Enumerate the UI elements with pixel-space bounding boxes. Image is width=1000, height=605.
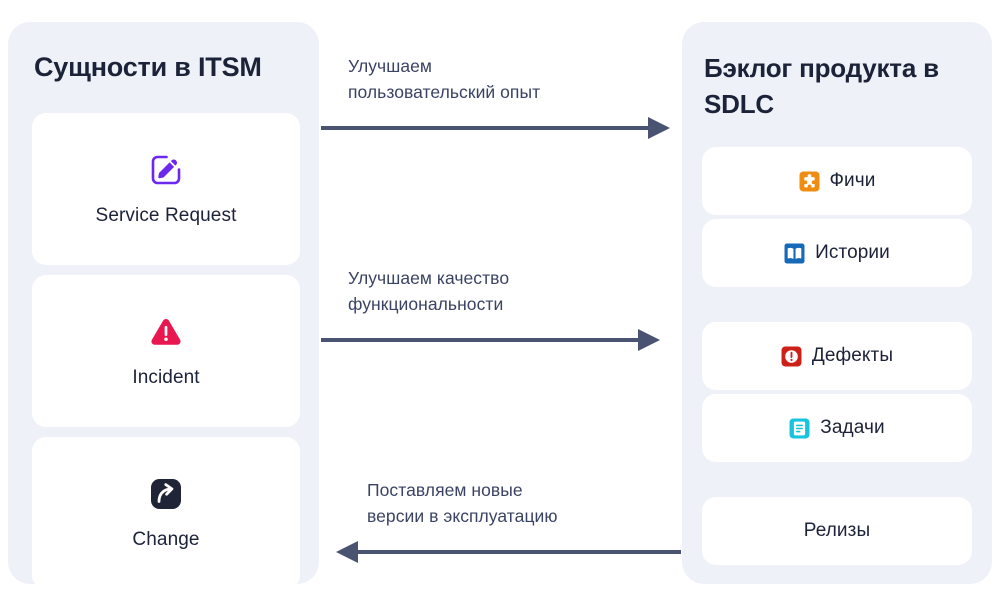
sdlc-card-stories[interactable]: Истории	[702, 219, 972, 287]
itsm-card-change[interactable]: Change	[32, 437, 300, 589]
sdlc-card-releases[interactable]: Релизы	[702, 497, 972, 565]
exclamation-badge-icon	[781, 346, 802, 367]
sdlc-card-label: Фичи	[829, 170, 876, 191]
arrow-label-improve-ux: Улучшаем пользовательский опыт	[348, 56, 541, 102]
sdlc-card-label: Дефекты	[811, 345, 894, 366]
sdlc-panel-title: Бэклог продукта в SDLC	[704, 53, 939, 119]
arrow-improve-ux	[321, 117, 670, 139]
sdlc-card-features[interactable]: Фичи	[702, 147, 972, 215]
itsm-card-incident[interactable]: Incident	[32, 275, 300, 427]
itsm-entities-panel: Сущности в ITSM Service Request Incident	[8, 22, 319, 589]
arrow-label-deliver-releases: Поставляем новые версии в эксплуатацию	[367, 480, 558, 526]
sdlc-card-label: Задачи	[820, 417, 885, 438]
sdlc-card-defects[interactable]: Дефекты	[702, 322, 972, 390]
task-list-icon	[789, 418, 810, 439]
sdlc-backlog-panel: Бэклог продукта в SDLC Фичи Истории	[682, 22, 992, 584]
itsm-card-label: Incident	[132, 366, 200, 388]
itsm-card-service-request[interactable]: Service Request	[32, 113, 300, 265]
itsm-panel-title: Сущности в ITSM	[34, 52, 262, 82]
arrow-deliver-releases	[336, 541, 681, 563]
arrow-label-improve-quality: Улучшаем качество функциональности	[348, 268, 510, 314]
sdlc-card-label: Релизы	[803, 520, 871, 541]
itsm-card-label: Service Request	[95, 204, 237, 226]
arrow-improve-quality	[321, 329, 660, 351]
itsm-card-label: Change	[132, 528, 200, 550]
warning-triangle-icon	[148, 314, 184, 350]
open-book-icon	[784, 243, 805, 264]
pencil-square-icon	[148, 152, 184, 188]
sdlc-card-tasks[interactable]: Задачи	[702, 394, 972, 462]
curved-arrow-icon	[148, 476, 184, 512]
puzzle-piece-icon	[799, 171, 820, 192]
sdlc-card-label: Истории	[815, 242, 890, 263]
